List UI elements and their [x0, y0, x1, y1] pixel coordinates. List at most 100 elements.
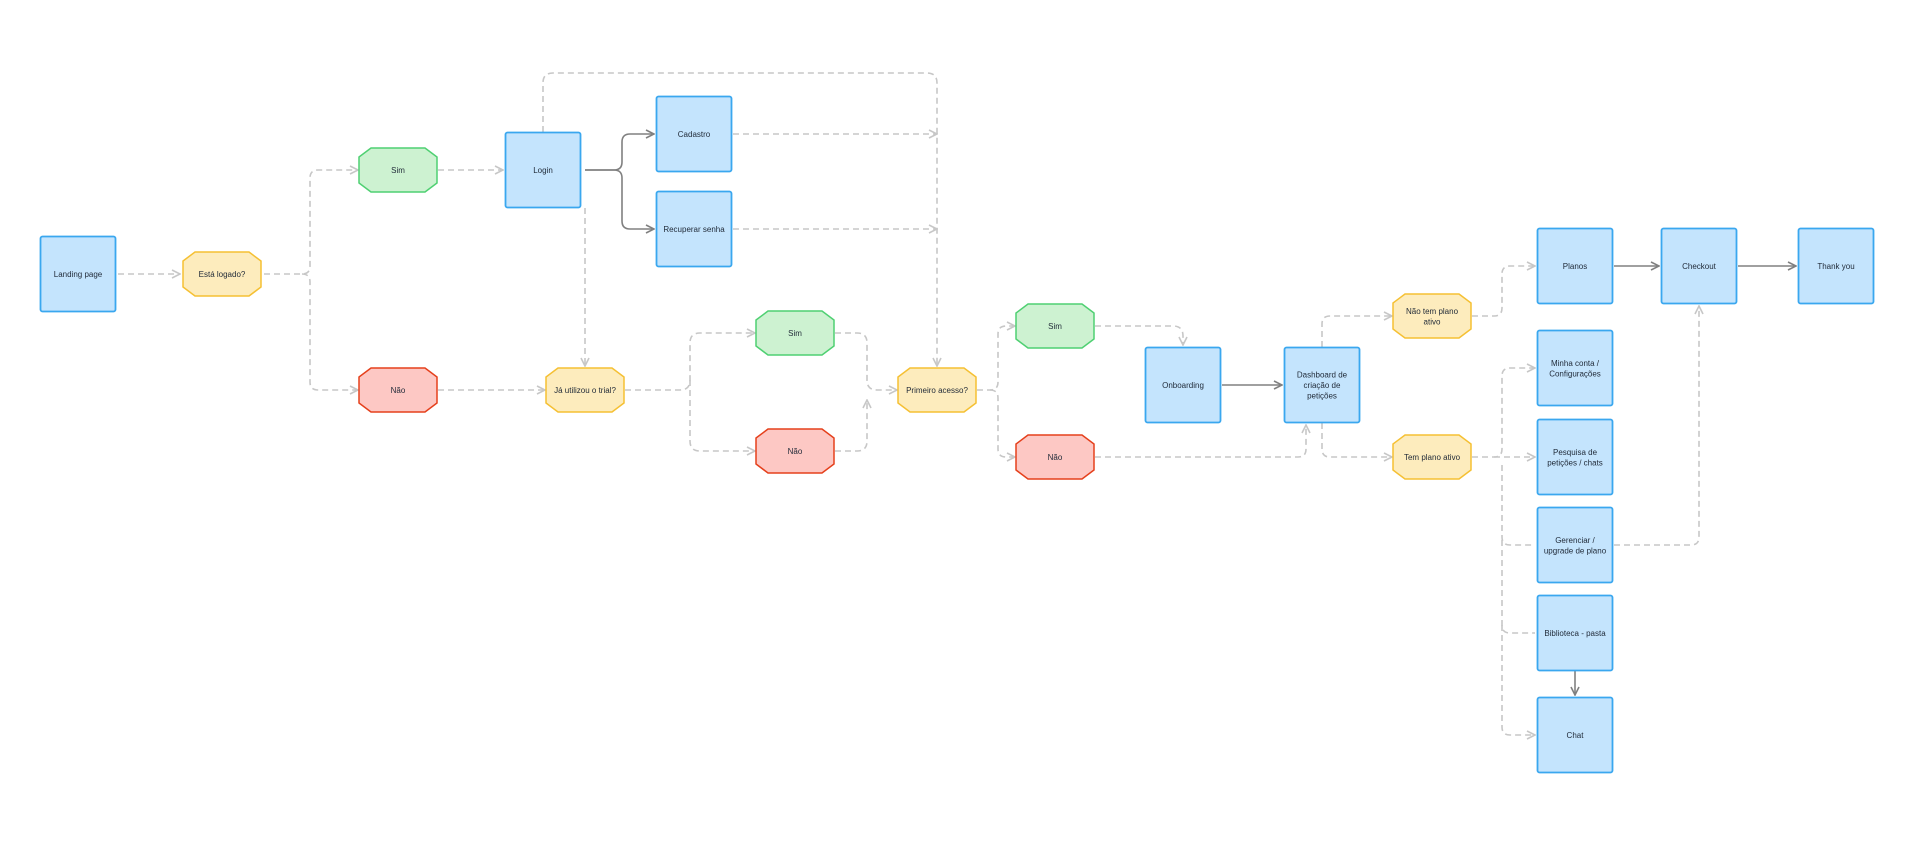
yes-node-shape	[1015, 303, 1095, 349]
dashed-connector	[264, 170, 358, 275]
page-node-box	[655, 95, 733, 173]
page-node-box	[1536, 329, 1614, 407]
page-node-box	[504, 131, 582, 209]
no-node-shape	[1015, 434, 1095, 480]
node-label: Login	[533, 166, 553, 175]
node-label: Dashboard de	[1297, 371, 1348, 380]
page-node-box	[1797, 227, 1875, 305]
node-thank-you: Thank you	[1797, 227, 1875, 305]
page-node-box	[1283, 346, 1361, 424]
node-recuperar-senha: Recuperar senha	[655, 190, 733, 268]
dashed-connector	[1501, 625, 1535, 735]
node-label: Landing page	[54, 270, 103, 279]
node-minha-conta: Minha conta /Configurações	[1536, 329, 1614, 407]
no-node-shape	[358, 367, 438, 413]
decision-node-shape	[1392, 434, 1472, 480]
page-node-box	[1536, 227, 1614, 305]
node-label: Biblioteca - pasta	[1544, 629, 1606, 638]
connectors	[118, 72, 1796, 735]
page-node-box	[655, 190, 733, 268]
node-label: Thank you	[1817, 262, 1854, 271]
page-node-box	[1536, 418, 1614, 496]
node-label: Minha conta /	[1551, 359, 1600, 368]
node-checkout: Checkout	[1660, 227, 1738, 305]
no-node-shape	[755, 428, 835, 474]
node-planos: Planos	[1536, 227, 1614, 305]
node-label: petições / chats	[1547, 458, 1603, 467]
dashed-connector	[1614, 306, 1699, 546]
dashed-connector	[625, 333, 755, 391]
node-sim-1: Sim	[358, 147, 438, 193]
page-node-box	[1660, 227, 1738, 305]
node-ja-utilizou-trial: Já utilizou o trial?	[545, 367, 625, 413]
dashed-connector	[977, 326, 1015, 391]
node-label: Não	[391, 386, 406, 395]
decision-node-shape	[897, 367, 977, 413]
node-label: Onboarding	[1162, 381, 1204, 390]
dashed-connector	[1472, 266, 1535, 317]
node-label: Pesquisa de	[1553, 448, 1598, 457]
node-nao-3: Não	[1015, 434, 1095, 480]
node-esta-logado: Está logado?	[182, 251, 262, 297]
node-label: criação de	[1304, 381, 1341, 390]
node-primeiro-acesso: Primeiro acesso?	[897, 367, 977, 413]
node-label: Recuperar senha	[663, 225, 725, 234]
node-nao-1: Não	[358, 367, 438, 413]
dashed-connector	[1321, 423, 1392, 457]
node-label: Cadastro	[678, 130, 711, 139]
node-label: Sim	[391, 166, 405, 175]
dashed-connector	[1501, 540, 1535, 634]
page-node-box	[1536, 594, 1614, 672]
dashed-connector	[1501, 465, 1535, 546]
node-label: Já utilizou o trial?	[554, 386, 616, 395]
node-label: Planos	[1563, 262, 1587, 271]
node-sim-3: Sim	[1015, 303, 1095, 349]
node-label: Chat	[1567, 731, 1585, 740]
decision-node-shape	[182, 251, 262, 297]
node-label: Configurações	[1549, 369, 1601, 378]
node-label: petições	[1307, 392, 1337, 401]
node-label: Checkout	[1682, 262, 1717, 271]
dashed-connector	[542, 72, 937, 366]
solid-connector	[585, 134, 654, 171]
node-label: Não tem plano	[1406, 307, 1459, 316]
node-login: Login	[504, 131, 582, 209]
page-node-box	[39, 235, 117, 313]
node-gerenciar-plano: Gerenciar /upgrade de plano	[1536, 506, 1614, 584]
solid-connector	[585, 169, 654, 229]
node-label: Sim	[788, 329, 802, 338]
dashed-connector	[1321, 316, 1392, 347]
node-label: upgrade de plano	[1544, 546, 1607, 555]
node-label: ativo	[1424, 317, 1441, 326]
node-landing-page: Landing page	[39, 235, 117, 313]
node-onboarding: Onboarding	[1144, 346, 1222, 424]
dashed-connector	[835, 400, 867, 452]
decision-node-shape	[1392, 293, 1472, 339]
page-node-box	[1536, 696, 1614, 774]
node-label: Não	[1048, 453, 1063, 462]
node-sim-2: Sim	[755, 310, 835, 356]
node-label: Não	[788, 447, 803, 456]
node-label: Gerenciar /	[1555, 536, 1595, 545]
dashed-connector	[1095, 325, 1183, 345]
node-chat: Chat	[1536, 696, 1614, 774]
dashed-connector	[835, 332, 897, 390]
node-label: Primeiro acesso?	[906, 386, 968, 395]
dashed-connector	[689, 380, 755, 451]
yes-node-shape	[358, 147, 438, 193]
node-label: Está logado?	[199, 270, 246, 279]
node-nao-2: Não	[755, 428, 835, 474]
node-label: Sim	[1048, 322, 1062, 331]
node-cadastro: Cadastro	[655, 95, 733, 173]
node-biblioteca: Biblioteca - pasta	[1536, 594, 1614, 672]
node-tem-plano: Tem plano ativo	[1392, 434, 1472, 480]
decision-node-shape	[545, 367, 625, 413]
yes-node-shape	[755, 310, 835, 356]
page-node-box	[1144, 346, 1222, 424]
dashed-connector	[989, 389, 1015, 457]
